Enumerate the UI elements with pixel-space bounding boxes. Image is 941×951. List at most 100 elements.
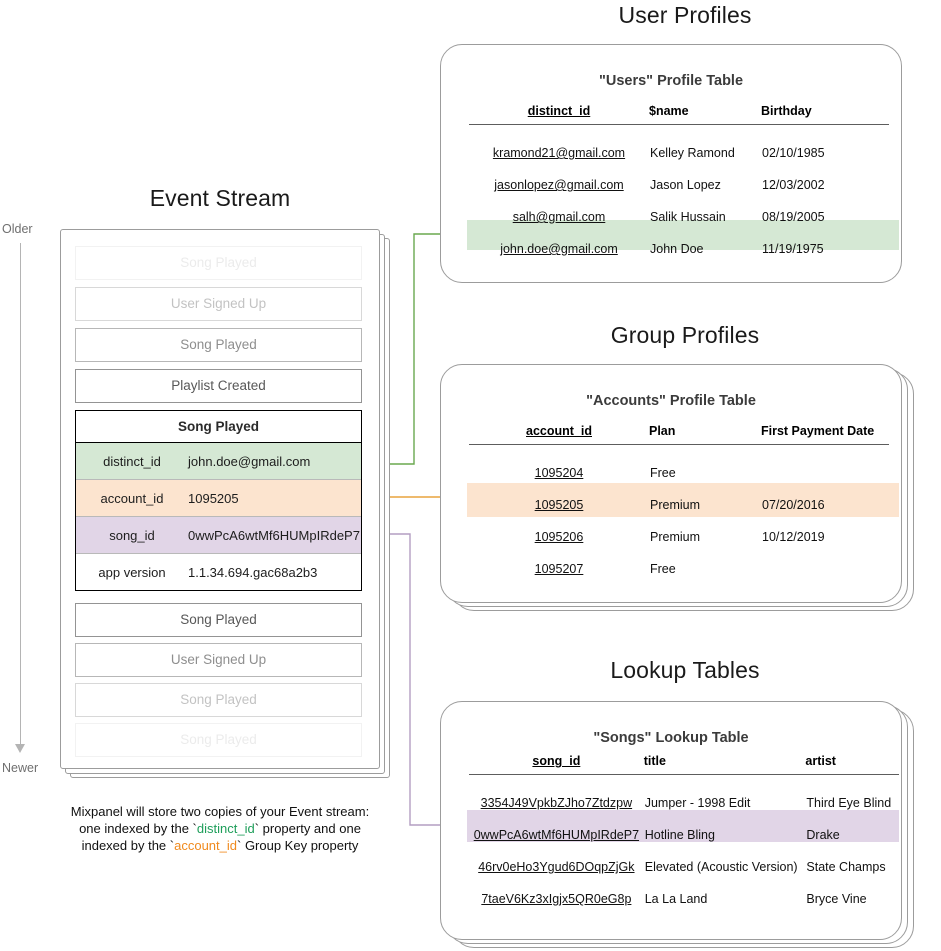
cell-account-id: 1095204 [534,466,584,480]
group-profiles-card: "Accounts" Profile Table account_id Plan… [440,364,902,603]
lookup-tables-title: Lookup Tables [610,657,760,683]
event-stream-card: Song Played User Signed Up Song Played P… [60,229,380,769]
cell-name: Kelley Ramond [650,146,735,160]
users-table: distinct_id $name Birthday kramond21@gma… [469,104,889,265]
caption-token-account-id: account_id [174,838,237,853]
event-stream-title: Event Stream [149,185,291,211]
event-property-distinct-id: distinct_id john.doe@gmail.com [76,443,361,480]
cell-first-payment-date: 07/20/2016 [762,498,825,512]
table-row[interactable]: 1095207 Free [469,553,889,585]
property-key: app version [98,564,166,580]
users-row-highlight [467,220,899,250]
cell-title: La La Land [644,892,708,906]
column-header-birthday: Birthday [761,104,889,125]
column-header-artist: artist [805,754,899,775]
property-key: song_id [109,527,155,543]
event-item[interactable]: Song Played [75,683,362,717]
cell-account-id: 1095207 [534,562,584,576]
timeline-label-newer: Newer [2,761,39,775]
cell-first-payment-date [761,457,889,489]
accounts-table-header-row: account_id Plan First Payment Date [469,424,889,445]
event-item[interactable]: Playlist Created [75,369,362,403]
cell-birthday: 08/19/2005 [762,210,825,224]
cell-artist: Third Eye Blind [806,796,892,810]
timeline-label-older: Older [2,222,33,236]
songs-table: song_id title artist 3354J49VpkbZJho7Ztd… [469,754,899,915]
table-row[interactable]: 1095204 Free [469,457,889,489]
table-row[interactable]: salh@gmail.com Salik Hussain 08/19/2005 [469,201,889,233]
cell-artist: State Champs [806,860,886,874]
user-profiles-title: User Profiles [618,2,752,28]
table-row[interactable]: 1095206 Premium 10/12/2019 [469,521,889,553]
table-row[interactable]: 3354J49VpkbZJho7Ztdzpw Jumper - 1998 Edi… [469,787,899,819]
table-row[interactable]: 46rv0eHo3Ygud6DOqpZjGk Elevated (Acousti… [469,851,899,883]
cell-birthday: 02/10/1985 [762,146,825,160]
cell-distinct-id: kramond21@gmail.com [492,146,626,160]
cell-distinct-id: john.doe@gmail.com [500,242,618,256]
cell-song-id: 3354J49VpkbZJho7Ztdzpw [480,796,633,810]
caption-line-2-b: ` property and one [254,821,361,836]
property-key: distinct_id [103,453,161,469]
caption-line-2-a: one indexed by the ` [79,821,197,836]
table-row-highlighted[interactable]: 1095205 Premium 07/20/2016 [469,489,889,521]
property-value: 1.1.34.694.gac68a2b3 [188,564,318,580]
event-item[interactable]: Song Played [75,603,362,637]
property-key: account_id [100,490,164,506]
table-spacer [469,125,889,138]
column-header-first-payment-date: First Payment Date [761,424,889,445]
cell-birthday: 12/03/2002 [762,178,825,192]
group-profiles-title: Group Profiles [610,322,760,348]
users-table-header-row: distinct_id $name Birthday [469,104,889,125]
column-header-distinct-id: distinct_id [469,104,649,125]
caption-line-3-b: ` Group Key property [237,838,359,853]
event-item[interactable]: User Signed Up [75,287,362,321]
event-item[interactable]: Song Played [75,723,362,757]
cell-account-id: 1095206 [534,530,584,544]
column-header-name: $name [649,104,761,125]
table-row[interactable]: 7taeV6Kz3xIgjx5QR0eG8p La La Land Bryce … [469,883,899,915]
timeline-arrow-icon [15,744,25,753]
event-item[interactable]: Song Played [75,246,362,280]
accounts-row-highlight [467,483,899,517]
accounts-table-title: "Accounts" Profile Table [586,393,756,409]
property-value: 1095205 [188,490,239,506]
column-header-song-id: song_id [469,754,644,775]
caption-token-distinct-id: distinct_id [196,821,255,836]
caption-line-3-a: indexed by the ` [81,838,175,853]
accounts-table: account_id Plan First Payment Date 10952… [469,424,889,585]
cell-first-payment-date: 10/12/2019 [762,530,825,544]
cell-artist: Bryce Vine [806,892,867,906]
event-item[interactable]: User Signed Up [75,643,362,677]
cell-title: Jumper - 1998 Edit [644,796,751,810]
users-table-title: "Users" Profile Table [598,73,744,89]
cell-plan: Free [650,466,676,480]
cell-song-id: 0wwPcA6wtMf6HUMpIRdeP7 [473,828,640,842]
lookup-tables-card: "Songs" Lookup Table song_id title artis… [440,701,902,940]
event-property-account-id: account_id 1095205 [76,480,361,517]
expanded-event-card[interactable]: Song Played distinct_id john.doe@gmail.c… [75,410,362,591]
cell-song-id: 7taeV6Kz3xIgjx5QR0eG8p [481,892,632,906]
property-value: 0wwPcA6wtMf6HUMpIRdeP7 [188,527,360,543]
cell-song-id: 46rv0eHo3Ygud6DOqpZjGk [478,860,635,874]
event-item[interactable]: Song Played [75,328,362,362]
event-stream-caption: Mixpanel will store two copies of your E… [36,803,404,854]
cell-first-payment-date [761,553,889,585]
user-profiles-card: "Users" Profile Table distinct_id $name … [440,44,902,283]
cell-title: Hotline Bling [644,828,715,842]
cell-name: Jason Lopez [650,178,721,192]
table-row-highlighted[interactable]: john.doe@gmail.com John Doe 11/19/1975 [469,233,889,265]
songs-row-highlight [467,810,899,842]
table-row[interactable]: jasonlopez@gmail.com Jason Lopez 12/03/2… [469,169,889,201]
column-header-plan: Plan [649,424,761,445]
cell-birthday: 11/19/1975 [762,242,824,256]
property-value: john.doe@gmail.com [188,453,311,469]
songs-table-title: "Songs" Lookup Table [593,730,749,746]
cell-title: Elevated (Acoustic Version) [644,860,798,874]
cell-plan: Premium [650,530,701,544]
table-spacer [469,445,889,458]
column-header-title: title [643,754,806,775]
table-row[interactable]: kramond21@gmail.com Kelley Ramond 02/10/… [469,137,889,169]
cell-distinct-id: jasonlopez@gmail.com [494,178,624,192]
table-row-highlighted[interactable]: 0wwPcA6wtMf6HUMpIRdeP7 Hotline Bling Dra… [469,819,899,851]
event-property-song-id: song_id 0wwPcA6wtMf6HUMpIRdeP7 [76,517,361,554]
